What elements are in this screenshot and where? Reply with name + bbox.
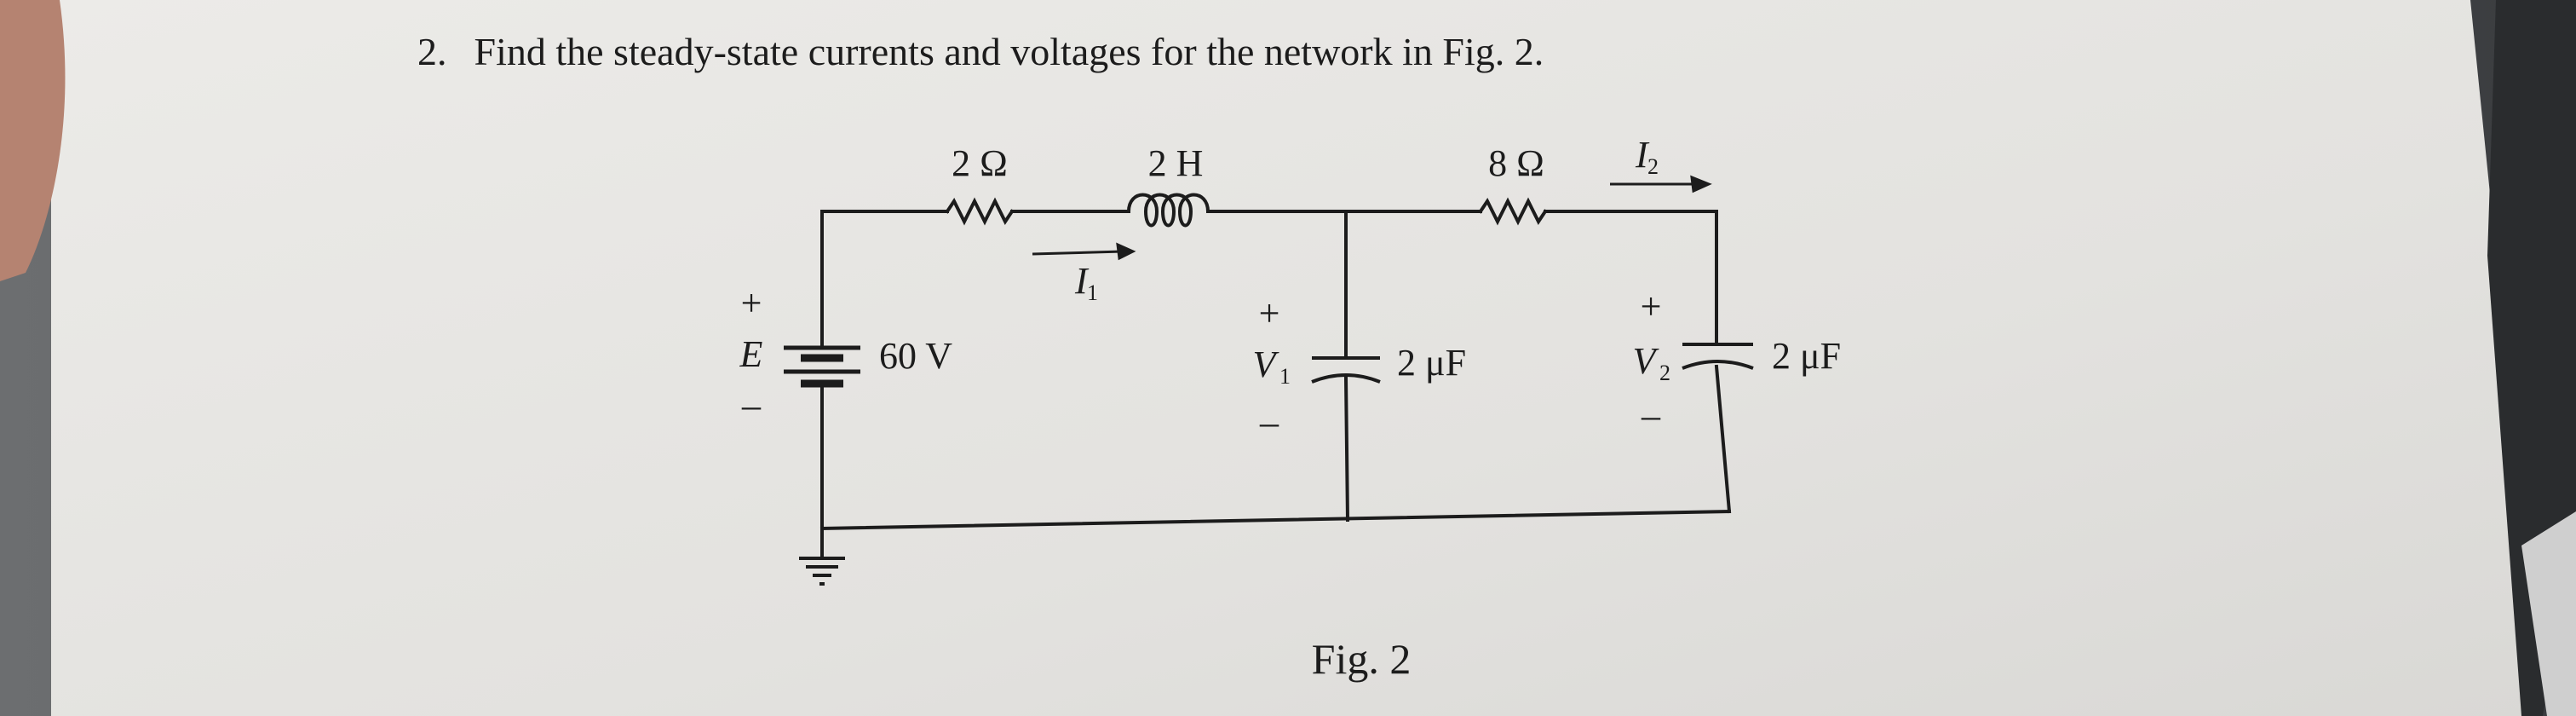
wire-bottom [819, 509, 1732, 531]
problem-number: 2. [417, 30, 447, 73]
battery-60V [784, 345, 860, 388]
label-v1: V [1253, 344, 1280, 385]
label-v2: V [1633, 340, 1660, 382]
capacitor-2 [1682, 343, 1754, 370]
finger [0, 0, 66, 281]
label-cap1: 2 μF [1397, 342, 1466, 384]
problem-statement: 2. Find the steady-state currents and vol… [417, 29, 1544, 74]
current-arrow-i2 [1610, 175, 1712, 193]
label-i1-sub: 1 [1087, 280, 1098, 305]
resistor-2-ohm [945, 197, 1015, 226]
resistor-8-ohm [1478, 197, 1548, 226]
label-v1-plus: + [1259, 292, 1280, 334]
label-i2-sub: 2 [1647, 154, 1659, 179]
ground-icon [799, 557, 845, 586]
figure-caption: Fig. 2 [1312, 635, 1412, 683]
label-resistor-8ohm: 8 Ω [1488, 142, 1544, 184]
problem-text: Find the steady-state currents and volta… [474, 30, 1544, 73]
label-v2-minus: – [1641, 395, 1661, 436]
label-v2-sub: 2 [1659, 361, 1670, 385]
label-inductor-2H: 2 H [1148, 142, 1204, 184]
label-v1-minus: – [1259, 401, 1279, 443]
label-i2: I [1635, 134, 1650, 176]
wire-right-bottom [1714, 364, 1732, 514]
pen-tip [2521, 511, 2576, 716]
label-source-plus: + [741, 282, 762, 324]
label-cap2: 2 μF [1772, 335, 1841, 377]
paper-sheet [51, 0, 2543, 716]
label-source-e: E [739, 333, 763, 375]
wire-mid-bottom [1343, 376, 1350, 523]
current-arrow-i1 [1032, 242, 1136, 261]
label-v1-sub: 1 [1279, 364, 1291, 389]
capacitor-1 [1311, 356, 1381, 384]
label-v2-plus: + [1641, 286, 1662, 327]
label-resistor-2ohm: 2 Ω [952, 142, 1008, 184]
label-source-minus: – [741, 384, 762, 426]
label-source-value: 60 V [879, 335, 952, 377]
inductor-2H [1126, 193, 1210, 228]
label-i1: I [1074, 260, 1090, 302]
